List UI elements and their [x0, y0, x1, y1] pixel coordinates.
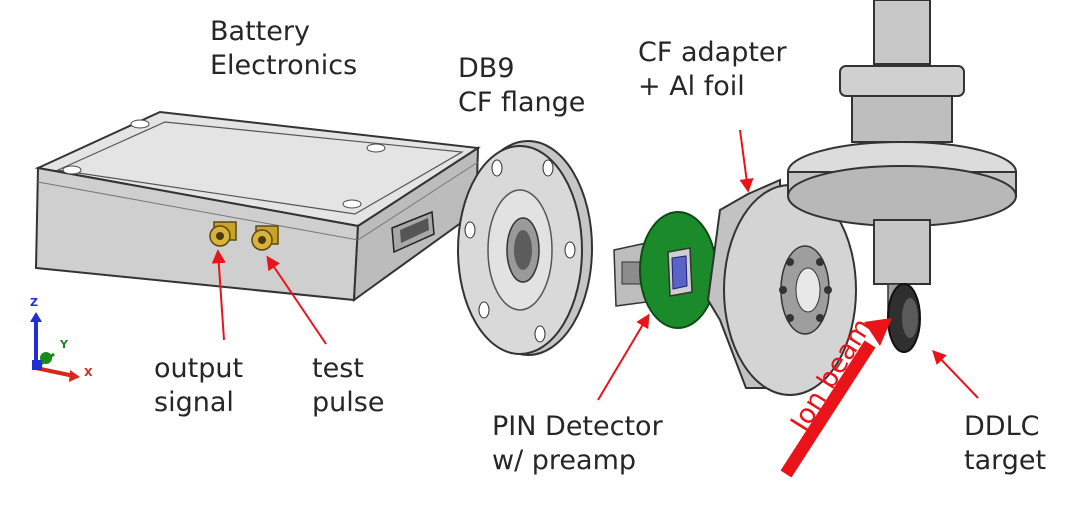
db9-cf-flange-label: DB9 CF flange [458, 53, 586, 118]
output-signal-arrow [211, 249, 226, 341]
axis-z-label: Z [30, 296, 38, 309]
test-pulse-arrow [266, 255, 327, 345]
cf-flange [457, 140, 593, 356]
axis-triad: Z Y X [30, 296, 93, 382]
cf-adapter-label: CF adapter + Al foil [638, 37, 787, 102]
test-pulse-connector [251, 225, 279, 251]
output-signal-connector [209, 221, 237, 247]
axis-y-label: Y [59, 338, 69, 351]
axis-x-label: X [84, 366, 93, 379]
output-signal-label: output signal [154, 353, 244, 418]
cf-adapter [706, 178, 857, 396]
pin-detector-label: PIN Detector w/ preamp [492, 411, 663, 476]
ddlc-target-label: DDLC target [964, 411, 1047, 476]
ddlc-target-arrow [932, 349, 979, 399]
test-pulse-label: test pulse [312, 353, 385, 418]
db9-connector [391, 210, 435, 254]
target-manipulator [787, 0, 1017, 353]
battery-electronics-box [34, 110, 481, 303]
cf-adapter-arrow [739, 129, 754, 193]
callout-arrows [211, 129, 979, 401]
battery-electronics-label: Battery Electronics [210, 16, 358, 81]
ion-beam-arrow [780, 318, 892, 478]
pin-detector-arrow [597, 313, 650, 401]
pin-detector-board [613, 211, 717, 329]
